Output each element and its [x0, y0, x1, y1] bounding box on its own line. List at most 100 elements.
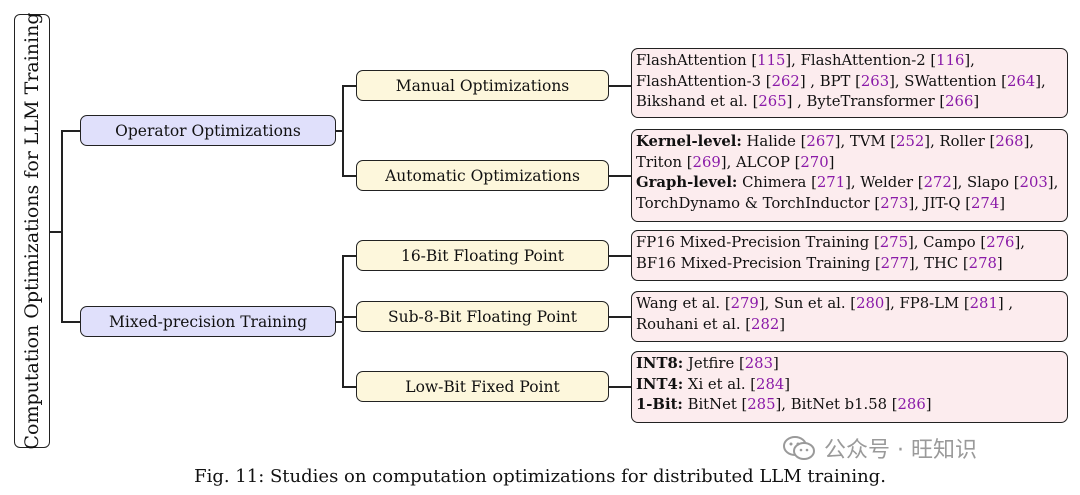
- citation-link[interactable]: 270: [800, 153, 829, 171]
- connector-to-branch-1: [61, 321, 80, 323]
- leaf-text: ]: [999, 194, 1006, 212]
- leaf-text: ], FlashAttention-2 [: [785, 52, 937, 69]
- citation-link[interactable]: 264: [1006, 72, 1036, 90]
- leaf-text: ],: [964, 52, 975, 69]
- citation-link[interactable]: 268: [995, 133, 1024, 150]
- citation-link[interactable]: 274: [970, 194, 1000, 212]
- leaf-text: ]: [828, 153, 835, 171]
- leaf-line: Bikshand et al. [265] , ByteTransformer …: [636, 92, 1063, 113]
- connector-to-child-0-1: [342, 175, 356, 177]
- leaf-text: ], ALCOP [: [720, 153, 801, 171]
- leaf-text: Triton [: [636, 153, 693, 171]
- leaf-text: ], Roller [: [924, 133, 996, 150]
- connector-branch-1-vertical: [342, 255, 344, 387]
- connector-child-0-1-to-leaf: [609, 175, 631, 177]
- branch-label: Operator Optimizations: [115, 121, 301, 140]
- leaf-text: Wang et al. [: [636, 295, 731, 312]
- citation-link[interactable]: 276: [986, 234, 1015, 251]
- leaf-text: ] , BPT [: [799, 72, 861, 90]
- citation-link[interactable]: 263: [860, 72, 890, 90]
- child-node-manual-optimizations: Manual Optimizations: [356, 70, 609, 101]
- leaf-box-automatic-optimizations: Kernel-level: Halide [267], TVM [252], R…: [631, 129, 1068, 222]
- connector-to-child-1-2: [342, 386, 356, 388]
- leaf-text: Rouhani et al. [: [636, 315, 752, 333]
- connector-child-1-0-to-leaf: [609, 255, 631, 257]
- leaf-text: ], Welder [: [845, 174, 924, 191]
- leaf-box-16-bit-floating-point: FP16 Mixed-Precision Training [275], Cam…: [631, 230, 1068, 281]
- connector-branch-0-out: [336, 130, 343, 132]
- leaf-line: Wang et al. [279], Sun et al. [280], FP8…: [636, 294, 1063, 315]
- leaf-text: BitNet [: [682, 396, 748, 413]
- citation-link[interactable]: 282: [751, 315, 780, 333]
- leaf-text: ]: [779, 315, 786, 333]
- leaf-text: ]: [973, 93, 980, 110]
- citation-link[interactable]: 273: [880, 194, 909, 212]
- leaf-text: BF16 Mixed-Precision Training [: [636, 254, 881, 272]
- root-node: Computation Optimizations for LLM Traini…: [14, 12, 50, 450]
- citation-link[interactable]: 277: [880, 254, 909, 272]
- citation-link[interactable]: 262: [771, 72, 800, 90]
- leaf-line: FlashAttention-3 [262] , BPT [263], SWat…: [636, 72, 1063, 93]
- child-label: Manual Optimizations: [395, 76, 570, 95]
- child-label: Low-Bit Fixed Point: [405, 377, 560, 396]
- leaf-text: ], BitNet b1.58 [: [775, 396, 898, 413]
- citation-link[interactable]: 269: [692, 153, 721, 171]
- figure-caption: Fig. 11: Studies on computation optimiza…: [194, 466, 886, 487]
- connector-to-child-0-0: [342, 85, 356, 87]
- connector-root-vertical: [61, 130, 63, 322]
- citation-link[interactable]: 280: [856, 295, 885, 312]
- connector-to-child-1-0: [342, 255, 356, 257]
- leaf-line: FlashAttention [115], FlashAttention-2 […: [636, 51, 1063, 72]
- leaf-text: ],: [1023, 133, 1035, 150]
- citation-link[interactable]: 279: [730, 295, 759, 312]
- leaf-text: ], FP8-LM [: [884, 295, 970, 312]
- citation-link[interactable]: 265: [758, 93, 787, 110]
- connector-child-0-0-to-leaf: [609, 85, 631, 87]
- leaf-box-manual-optimizations: FlashAttention [115], FlashAttention-2 […: [631, 48, 1068, 118]
- leaf-text: ]: [996, 254, 1003, 272]
- connector-branch-0-vertical: [342, 85, 344, 176]
- leaf-text: ],: [1014, 234, 1025, 251]
- citation-link[interactable]: 283: [744, 355, 773, 372]
- citation-link[interactable]: 271: [816, 174, 846, 191]
- citation-link[interactable]: 272: [923, 174, 952, 191]
- leaf-text: Chimera [: [737, 174, 817, 191]
- citation-link[interactable]: 278: [968, 254, 997, 272]
- citation-link[interactable]: 266: [945, 93, 974, 110]
- leaf-text: ], Slapo [: [951, 174, 1020, 191]
- citation-link[interactable]: 203: [1019, 174, 1048, 191]
- citation-link[interactable]: 285: [747, 396, 776, 413]
- leaf-text: FP16 Mixed-Precision Training [: [636, 234, 880, 251]
- citation-link[interactable]: 115: [757, 52, 786, 69]
- leaf-text: ]: [784, 375, 791, 393]
- leaf-text: ],: [1047, 174, 1059, 191]
- citation-link[interactable]: 252: [896, 133, 925, 150]
- citation-link[interactable]: 275: [879, 234, 908, 251]
- citation-link[interactable]: 281: [969, 295, 998, 312]
- leaf-line: BF16 Mixed-Precision Training [277], THC…: [636, 254, 1063, 275]
- leaf-line: Triton [269], ALCOP [270]: [636, 153, 1063, 174]
- child-node-low-bit-fixed-point: Low-Bit Fixed Point: [356, 371, 609, 402]
- citation-link[interactable]: 284: [756, 375, 785, 393]
- citation-link[interactable]: 116: [936, 52, 965, 69]
- connector-root-out: [50, 231, 62, 233]
- branch-label: Mixed-precision Training: [109, 312, 307, 331]
- leaf-box-low-bit-fixed-point: INT8: Jetfire [283]INT4: Xi et al. [284]…: [631, 351, 1068, 423]
- leaf-text: Halide [: [741, 133, 807, 150]
- leaf-line: 1-Bit: BitNet [285], BitNet b1.58 [286]: [636, 395, 1063, 416]
- leaf-line: Graph-level: Chimera [271], Welder [272]…: [636, 173, 1063, 194]
- leaf-line: Kernel-level: Halide [267], TVM [252], R…: [636, 132, 1063, 153]
- category-label: INT4:: [636, 375, 684, 393]
- leaf-text: ]: [772, 355, 779, 372]
- wechat-icon: [783, 436, 815, 460]
- leaf-text: FlashAttention [: [636, 52, 758, 69]
- citation-link[interactable]: 286: [897, 396, 926, 413]
- branch-node-mixed-precision-training: Mixed-precision Training: [80, 306, 336, 337]
- leaf-line: INT4: Xi et al. [284]: [636, 375, 1063, 396]
- root-label: Computation Optimizations for LLM Traini…: [21, 12, 43, 450]
- connector-child-1-2-to-leaf: [609, 386, 631, 388]
- child-node-sub-8-bit-floating-point: Sub-8-Bit Floating Point: [356, 301, 609, 332]
- connector-to-child-1-1: [342, 316, 356, 318]
- leaf-text: ], THC [: [908, 254, 969, 272]
- citation-link[interactable]: 267: [806, 133, 835, 150]
